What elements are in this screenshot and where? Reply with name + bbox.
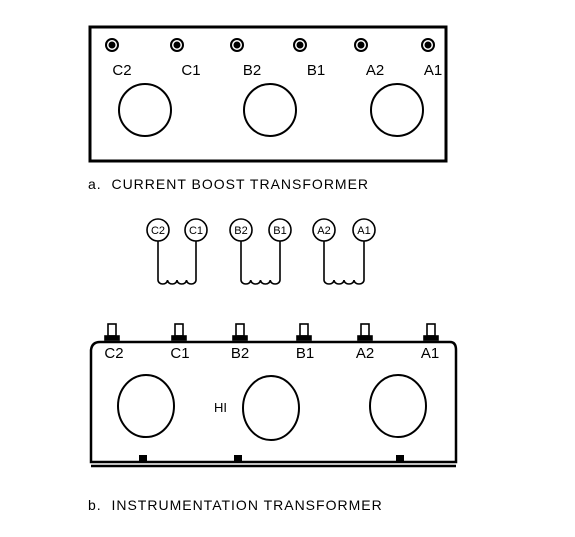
terminal-label-c2: C2 [112, 62, 131, 79]
instrumentation-caption: b. INSTRUMENTATION TRANSFORMER [88, 497, 383, 513]
coil-c [157, 241, 197, 285]
post-c1 [174, 323, 184, 337]
window-b [242, 375, 300, 441]
current-boost-terminal-studs [105, 38, 435, 52]
polarity-marker: HI [214, 400, 227, 415]
terminal-label-a2: A2 [366, 62, 384, 79]
housing-feet [139, 455, 404, 462]
window-a [369, 374, 427, 438]
window-c [118, 83, 172, 137]
stud-a2 [354, 38, 368, 52]
foot-center [234, 455, 242, 462]
post-b2-base [232, 335, 248, 341]
post-b1 [299, 323, 309, 337]
post-b1-base [296, 335, 312, 341]
node-label-a1: A1 [357, 225, 370, 237]
stud-c2-core [108, 41, 116, 49]
terminal-label-a1: A1 [421, 345, 439, 362]
node-label-a2: A2 [317, 225, 330, 237]
terminal-label-c2: C2 [104, 345, 123, 362]
stud-c2 [105, 38, 119, 52]
stud-b1-core [296, 41, 304, 49]
coil-group-c [146, 218, 208, 285]
coil-b [240, 241, 281, 285]
foot-left [139, 455, 147, 462]
foot-right [396, 455, 404, 462]
current-boost-terminal-labels: C2 C1 B2 B1 A2 A1 [112, 62, 442, 79]
instrumentation-terminal-labels: C2 C1 B2 B1 A2 A1 [104, 345, 439, 362]
stud-b1 [293, 38, 307, 52]
terminal-label-c1: C1 [170, 345, 189, 362]
stud-a2-core [357, 41, 365, 49]
current-boost-caption: a. CURRENT BOOST TRANSFORMER [88, 176, 369, 192]
terminal-label-a1: A1 [424, 62, 442, 79]
current-boost-transformer-housing [88, 25, 448, 163]
window-a [370, 83, 424, 137]
instrumentation-transformer: C2 C1 B2 B1 A2 A1 HI b. INSTRUMENTATION … [88, 323, 458, 513]
coil-a [323, 241, 365, 285]
stud-c1-core [173, 41, 181, 49]
current-boost-transformer: C2 C1 B2 B1 A2 A1 a. CURRENT BOOST TRANS… [88, 25, 448, 192]
stud-a1-core [424, 41, 432, 49]
current-boost-windows [118, 83, 424, 137]
post-a2-base [357, 335, 373, 341]
terminal-label-a2: A2 [356, 345, 374, 362]
window-c [117, 374, 175, 438]
terminal-label-b1: B1 [296, 345, 314, 362]
post-a1 [426, 323, 436, 337]
terminal-label-b1: B1 [307, 62, 325, 79]
terminal-label-c1: C1 [181, 62, 200, 79]
node-label-c1: C1 [189, 225, 203, 237]
post-c2 [107, 323, 117, 337]
node-label-c2: C2 [151, 225, 165, 237]
instrumentation-terminal-posts [104, 323, 439, 341]
window-b [243, 83, 297, 137]
stud-c1 [170, 38, 184, 52]
stud-a1 [421, 38, 435, 52]
winding-node-labels: C2 C1 B2 B1 A2 A1 [151, 225, 371, 237]
coil-group-a [312, 218, 376, 285]
node-label-b1: B1 [273, 225, 286, 237]
post-a2 [360, 323, 370, 337]
post-c1-base [171, 335, 187, 341]
node-label-b2: B2 [234, 225, 247, 237]
stud-b2 [230, 38, 244, 52]
coil-group-b [229, 218, 292, 285]
stud-b2-core [233, 41, 241, 49]
winding-schematic [146, 218, 376, 285]
instrumentation-transformer-housing [89, 340, 458, 464]
post-b2 [235, 323, 245, 337]
instrumentation-windows [117, 374, 427, 441]
terminal-label-b2: B2 [243, 62, 261, 79]
post-a1-base [423, 335, 439, 341]
terminal-label-b2: B2 [231, 345, 249, 362]
post-c2-base [104, 335, 120, 341]
